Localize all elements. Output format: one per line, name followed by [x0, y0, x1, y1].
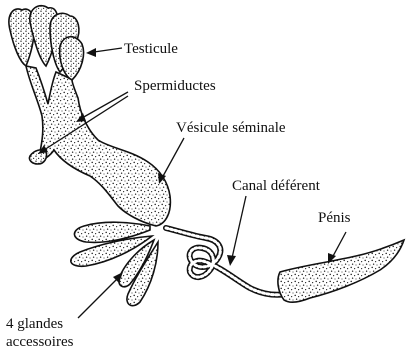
leader-testicule — [86, 48, 122, 57]
label-penis: Pénis — [318, 210, 351, 226]
penis-shape — [278, 240, 404, 302]
testicule-shape — [9, 6, 84, 80]
label-canal-deferent: Canal déférent — [232, 178, 321, 194]
label-glandes-line1: 4 glandes — [6, 316, 63, 332]
label-testicule: Testicule — [124, 41, 178, 57]
leader-canal — [227, 196, 246, 266]
label-vesicule-seminale: Vésicule séminale — [176, 120, 286, 136]
label-spermiductes: Spermiductes — [134, 78, 216, 94]
label-glandes-line2: accessoires — [6, 334, 74, 350]
glandes-accessoires-shapes — [71, 222, 158, 305]
leader-glandes — [78, 272, 123, 318]
leader-vesicule — [158, 138, 184, 184]
canal-deferent-shape — [166, 228, 286, 295]
